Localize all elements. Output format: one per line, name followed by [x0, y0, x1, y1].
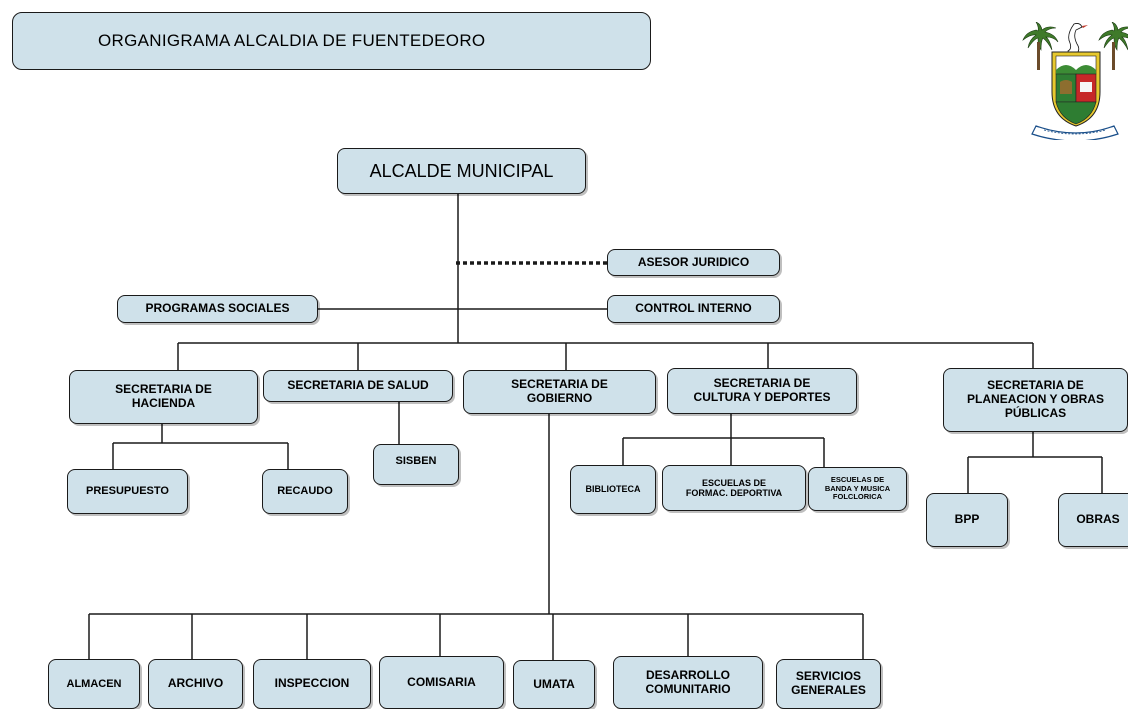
servicios-generales-box: SERVICIOS GENERALES	[776, 659, 881, 709]
almacen-box: ALMACEN	[48, 659, 140, 709]
umata-box: UMATA	[513, 660, 595, 709]
bpp-box: BPP	[926, 493, 1008, 547]
archivo-box: ARCHIVO	[148, 659, 243, 709]
escuelas-banda-musica-box: ESCUELAS DE BANDA Y MUSICA FOLCLORICA	[808, 467, 907, 511]
recaudo-box: RECAUDO	[262, 469, 348, 514]
secretaria-cultura-box: SECRETARIA DE CULTURA Y DEPORTES	[667, 368, 857, 414]
obras-box: OBRAS	[1058, 493, 1128, 547]
sisben-box: SISBEN	[373, 444, 459, 485]
page-title: ORGANIGRAMA ALCALDIA DE FUENTEDEORO	[12, 12, 651, 70]
secretaria-salud-box: SECRETARIA DE SALUD	[263, 370, 453, 402]
secretaria-planeacion-box: SECRETARIA DE PLANEACION Y OBRAS PÚBLICA…	[943, 368, 1128, 432]
programas-sociales-box: PROGRAMAS SOCIALES	[117, 295, 318, 323]
escuelas-formacion-deportiva-box: ESCUELAS DE FORMAC. DEPORTIVA	[662, 465, 806, 511]
asesor-juridico-box: ASESOR JURIDICO	[607, 249, 780, 276]
presupuesto-box: PRESUPUESTO	[67, 469, 188, 514]
alcalde-municipal-box: ALCALDE MUNICIPAL	[337, 148, 586, 194]
inspeccion-box: INSPECCION	[253, 659, 371, 709]
biblioteca-box: BIBLIOTECA	[570, 465, 656, 514]
escudo-fuentedeoro-icon	[1022, 22, 1128, 140]
control-interno-box: CONTROL INTERNO	[607, 295, 780, 323]
comisaria-box: COMISARIA	[379, 656, 504, 709]
secretaria-gobierno-box: SECRETARIA DE GOBIERNO	[463, 370, 656, 414]
desarrollo-comunitario-box: DESARROLLO COMUNITARIO	[613, 656, 763, 709]
secretaria-hacienda-box: SECRETARIA DE HACIENDA	[69, 370, 258, 424]
